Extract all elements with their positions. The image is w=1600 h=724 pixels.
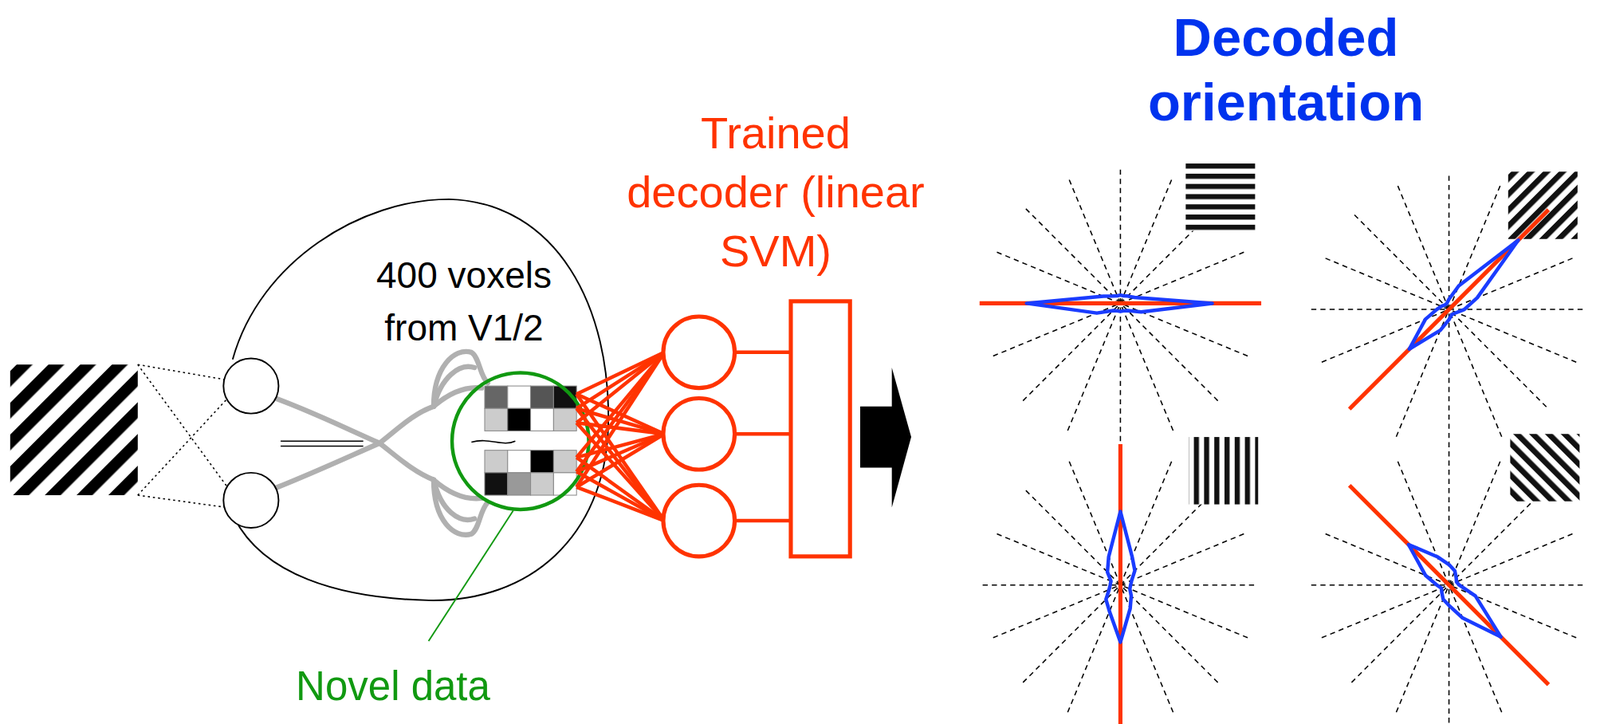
true-orientation — [1349, 485, 1549, 685]
grating-icon — [1509, 433, 1580, 501]
eyes — [223, 358, 279, 528]
network-connection — [735, 350, 791, 354]
stimulus-grating — [10, 364, 138, 496]
decoder-units — [663, 301, 850, 557]
data-label: Novel data — [265, 661, 521, 712]
optic-pathway — [275, 351, 488, 535]
network-connection — [576, 422, 665, 434]
panel-heading: Decoded orientation — [1094, 4, 1478, 134]
grating-icon-ground — [1185, 163, 1255, 231]
region-label: 400 voxels from V1/2 — [352, 248, 576, 354]
grating-icon-ground — [1508, 171, 1578, 239]
network-connection — [735, 432, 791, 436]
decoded-distribution — [1026, 294, 1213, 313]
decoder-label: Trained decoder (linear SVM) — [620, 103, 932, 281]
polar-plot — [1311, 433, 1588, 723]
sight-lines — [137, 364, 230, 508]
polar-plot — [979, 163, 1262, 441]
decoded-distribution — [1408, 544, 1502, 637]
midline — [280, 440, 515, 447]
selection-circle — [452, 372, 590, 510]
output-arrow — [860, 367, 912, 508]
grating-icon — [1185, 163, 1255, 231]
decoded-distribution — [1105, 511, 1135, 643]
true-orientation — [979, 301, 1262, 306]
network-connection — [576, 433, 665, 488]
grating-icon — [1508, 171, 1578, 239]
polar-plots — [979, 163, 1588, 724]
polar-plot — [982, 436, 1259, 724]
true-orientation — [1118, 444, 1123, 724]
grating-icon-ground — [1188, 436, 1258, 504]
network-connection — [576, 422, 665, 521]
polar-plot — [1311, 171, 1588, 448]
voxel-grid — [484, 385, 577, 496]
grating-icon-ground — [1509, 433, 1580, 501]
decoded-distribution — [1409, 239, 1519, 350]
network-connection — [576, 352, 665, 488]
network-connection — [735, 518, 791, 523]
network-connection — [576, 487, 665, 521]
grating-icon — [1188, 436, 1258, 504]
head-outline — [232, 199, 609, 601]
leader-line — [428, 510, 514, 641]
true-orientation — [1349, 209, 1549, 409]
